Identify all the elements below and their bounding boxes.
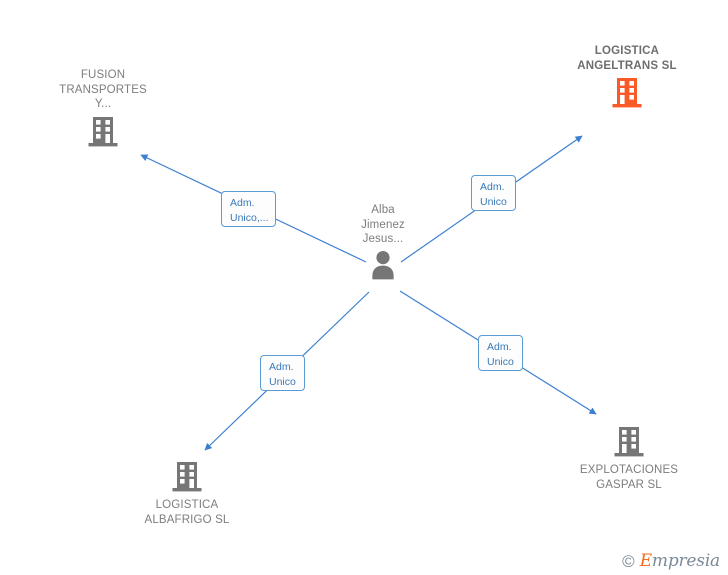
node-label-logistica-angeltrans-sl: LOGISTICA ANGELTRANS SL [577, 45, 677, 72]
building-icon [172, 462, 202, 492]
empresia-logo-rest: mpresia [651, 551, 720, 571]
edge-label-logistica-angeltrans[interactable]: Adm. Unico [471, 175, 516, 211]
node-logistica-angeltrans-sl[interactable]: LOGISTICA ANGELTRANS SL [547, 44, 707, 110]
center-node-label: Alba Jimenez Jesus... [361, 204, 405, 246]
building-icon [88, 117, 118, 147]
building-icon [614, 427, 644, 457]
node-logistica-albafrigo-sl[interactable]: LOGISTICA ALBAFRIGO SL [107, 460, 267, 527]
node-fusion-transportes-y[interactable]: FUSION TRANSPORTES Y... [23, 68, 183, 149]
empresia-watermark: © Empresia [622, 551, 721, 571]
person-icon [372, 251, 394, 280]
copyright-icon: © [622, 552, 635, 571]
node-label-logistica-albafrigo-sl: LOGISTICA ALBAFRIGO SL [144, 499, 230, 526]
center-node-alba-jimenez-jesus[interactable]: Alba Jimenez Jesus... [303, 203, 463, 280]
edge-label-logistica-albafrigo[interactable]: Adm. Unico [260, 355, 305, 391]
building-icon [612, 78, 642, 108]
empresia-logo-initial: E [639, 551, 652, 571]
node-label-fusion-transportes-y: FUSION TRANSPORTES Y... [59, 69, 147, 111]
edge-label-explotaciones-gaspar[interactable]: Adm. Unico [478, 335, 523, 371]
node-explotaciones-gaspar-sl[interactable]: EXPLOTACIONES GASPAR SL [549, 425, 709, 492]
empresia-logo: Empresia [639, 551, 721, 571]
edge-label-fusion-transportes[interactable]: Adm. Unico,... [221, 191, 276, 227]
node-label-explotaciones-gaspar-sl: EXPLOTACIONES GASPAR SL [579, 464, 679, 491]
